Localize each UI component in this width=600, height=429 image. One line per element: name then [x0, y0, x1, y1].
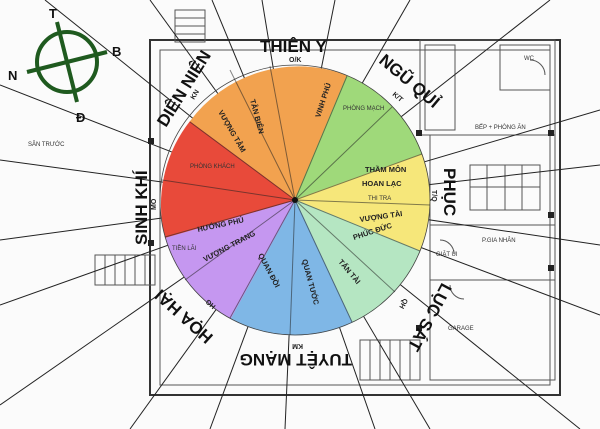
sector-west [161, 121, 297, 238]
wheel-rays [161, 65, 431, 336]
label-phong-mach: PHÒNG MẠCH [343, 105, 384, 112]
room-label-garage: GARAGE [448, 326, 474, 332]
direction-sinh-khi-abbr: MO [151, 198, 158, 210]
label-hoan-lac: HOAN LẠC [362, 179, 402, 188]
label-tien-lai: TIỀN LÃI [172, 245, 197, 252]
direction-phuc-abbr: T/Q [430, 190, 437, 202]
sector-north [189, 66, 348, 201]
wheel-center [292, 197, 298, 203]
compass-east: B [112, 44, 121, 59]
direction-ngu-qui-abbr: K/T [391, 91, 405, 104]
direction-dien-nien-abbr: KN [190, 89, 201, 101]
label-phong-khach: PHÒNG KHÁCH [190, 163, 235, 170]
room-label-bep: BẾP + PHÒNG ĂN [475, 124, 526, 131]
room-label-gia-nhan: P.GIA NHÂN [482, 237, 516, 244]
direction-tuyet-mang-abbr: KM [292, 342, 303, 349]
label-tham-mon: THẦM MÔN [365, 164, 406, 174]
direction-luc-sat: LỤC SÁT [404, 280, 456, 355]
room-label-giat-ui: GIẶT ỦI [436, 251, 458, 258]
direction-sinh-khi: SINH KHÍ [132, 169, 151, 245]
compass-rose-icon: T Đ N B [8, 6, 121, 125]
room-label-wc: WC [524, 56, 535, 62]
direction-thien-y: THIÊN Y [260, 37, 327, 56]
direction-luc-sat-abbr: QH [397, 297, 408, 310]
compass-south: Đ [76, 110, 85, 125]
floor-plan [94, 9, 561, 396]
label-thi-tra: THI TRA [368, 196, 391, 202]
compass-west: N [8, 68, 17, 83]
compass-north: T [49, 6, 57, 21]
room-label-san-truoc: SÂN TRƯỚC [28, 141, 65, 148]
direction-thien-y-abbr: O/K [289, 57, 301, 64]
direction-tuyet-mang: TUYỆT MẠNG [240, 350, 352, 369]
direction-phuc: PHỤC [440, 168, 459, 216]
